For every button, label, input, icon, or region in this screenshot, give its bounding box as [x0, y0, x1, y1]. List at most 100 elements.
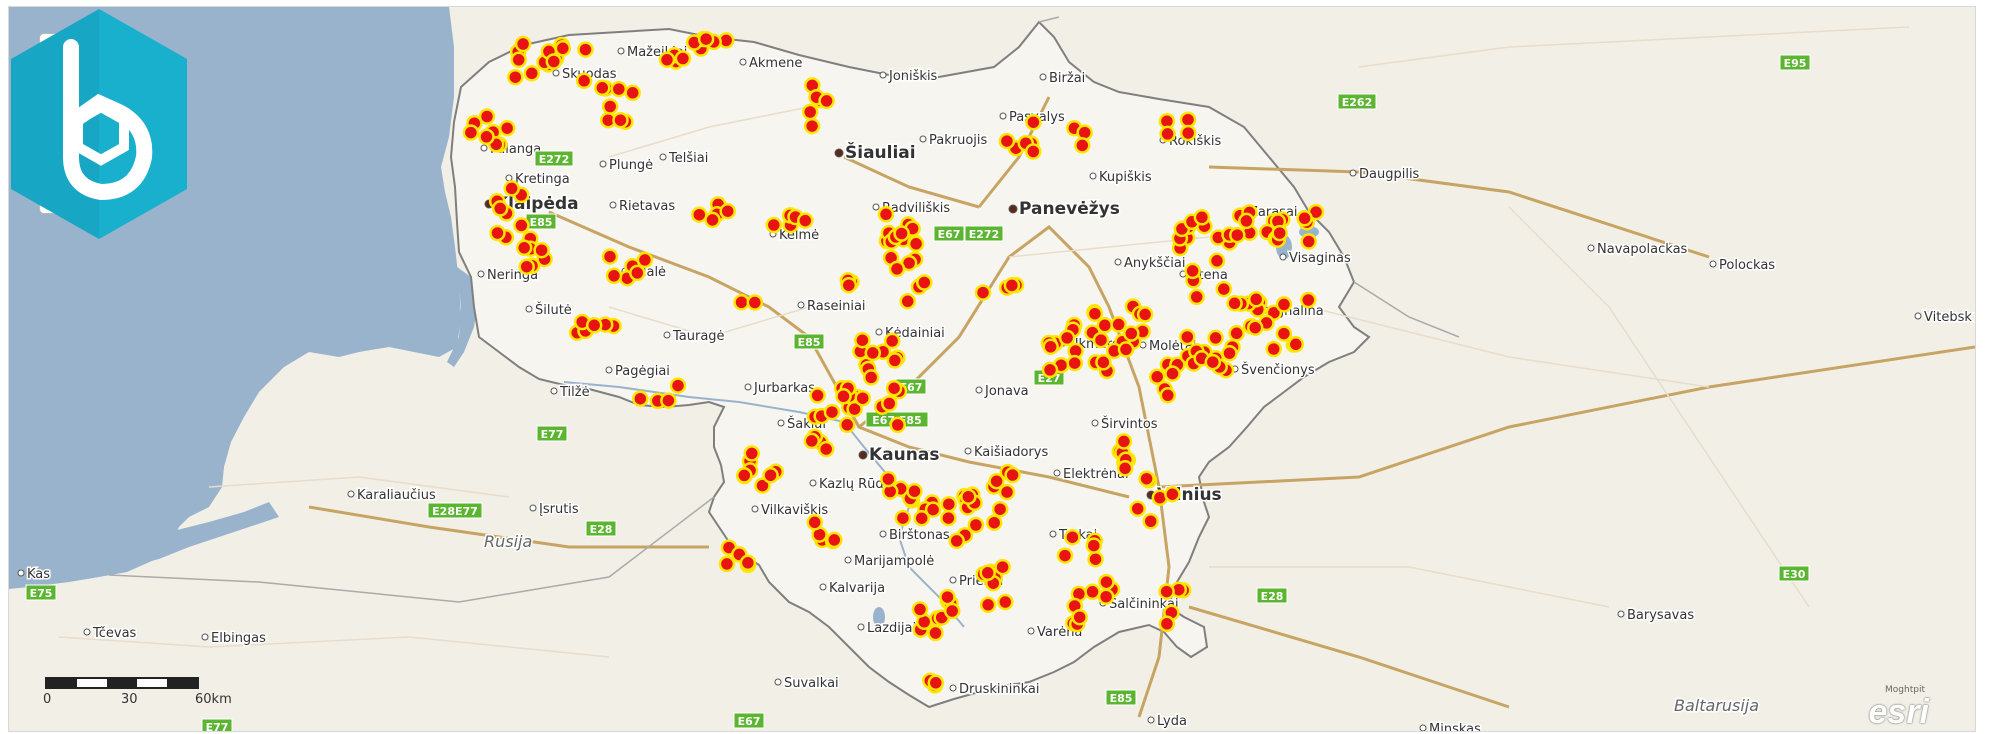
point-marker[interactable]: [1071, 608, 1088, 626]
point-marker[interactable]: [518, 258, 535, 275]
point-marker[interactable]: [1164, 485, 1181, 503]
point-marker[interactable]: [462, 124, 480, 141]
point-marker[interactable]: [1158, 615, 1176, 633]
point-marker[interactable]: [1179, 111, 1197, 128]
point-marker[interactable]: [911, 601, 929, 618]
point-marker[interactable]: [1058, 329, 1076, 347]
point-marker[interactable]: [736, 467, 753, 484]
point-marker[interactable]: [1096, 317, 1114, 334]
point-marker[interactable]: [940, 509, 957, 527]
point-marker[interactable]: [806, 514, 823, 531]
point-marker[interactable]: [515, 239, 533, 257]
point-marker[interactable]: [1208, 252, 1226, 270]
point-marker[interactable]: [577, 41, 594, 58]
point-marker[interactable]: [1123, 325, 1140, 342]
point-marker[interactable]: [886, 352, 904, 369]
point-marker[interactable]: [1115, 433, 1133, 450]
point-marker[interactable]: [1117, 341, 1135, 358]
point-marker[interactable]: [1066, 354, 1083, 372]
point-marker[interactable]: [1179, 328, 1196, 346]
point-marker[interactable]: [533, 241, 550, 259]
point-marker[interactable]: [864, 344, 882, 362]
point-marker[interactable]: [762, 467, 779, 484]
point-marker[interactable]: [997, 593, 1014, 611]
point-marker[interactable]: [862, 369, 880, 386]
point-marker[interactable]: [1095, 354, 1112, 371]
point-marker[interactable]: [883, 332, 901, 350]
point-marker[interactable]: [610, 80, 628, 98]
point-marker[interactable]: [985, 514, 1003, 531]
point-marker[interactable]: [1247, 291, 1265, 308]
point-marker[interactable]: [478, 128, 495, 146]
point-marker[interactable]: [697, 30, 715, 48]
point-marker[interactable]: [629, 264, 646, 282]
point-marker[interactable]: [838, 416, 856, 434]
point-marker[interactable]: [503, 180, 520, 197]
point-marker[interactable]: [823, 403, 841, 421]
point-marker[interactable]: [916, 274, 933, 291]
point-marker[interactable]: [939, 588, 956, 606]
point-marker[interactable]: [636, 251, 654, 269]
point-marker[interactable]: [906, 482, 923, 500]
point-marker[interactable]: [489, 224, 506, 242]
point-marker[interactable]: [1159, 125, 1176, 143]
point-marker[interactable]: [1136, 306, 1154, 323]
point-marker[interactable]: [998, 132, 1016, 150]
point-marker[interactable]: [739, 554, 757, 572]
point-marker[interactable]: [1084, 583, 1101, 601]
point-marker[interactable]: [817, 440, 835, 458]
point-marker[interactable]: [1041, 361, 1059, 379]
point-marker[interactable]: [1287, 336, 1305, 353]
point-marker[interactable]: [1207, 329, 1224, 347]
point-marker[interactable]: [605, 267, 623, 285]
point-marker[interactable]: [826, 531, 843, 549]
point-marker[interactable]: [979, 564, 996, 582]
point-marker[interactable]: [943, 602, 961, 620]
point-marker[interactable]: [1110, 316, 1127, 333]
point-marker[interactable]: [1142, 513, 1159, 530]
point-marker[interactable]: [948, 532, 965, 550]
point-marker[interactable]: [658, 51, 676, 69]
point-marker[interactable]: [660, 392, 677, 409]
point-marker[interactable]: [1164, 365, 1181, 382]
point-marker[interactable]: [718, 555, 736, 573]
point-marker[interactable]: [594, 79, 611, 97]
point-marker[interactable]: [765, 216, 783, 234]
point-marker[interactable]: [1265, 340, 1282, 358]
point-marker[interactable]: [1042, 338, 1059, 356]
point-marker[interactable]: [1271, 224, 1288, 242]
point-marker[interactable]: [1300, 291, 1317, 309]
point-marker[interactable]: [1188, 288, 1205, 306]
point-marker[interactable]: [674, 50, 692, 67]
point-marker[interactable]: [854, 331, 871, 349]
point-marker[interactable]: [1092, 331, 1110, 349]
point-marker[interactable]: [1116, 460, 1134, 477]
point-marker[interactable]: [1004, 466, 1021, 484]
point-marker[interactable]: [1064, 528, 1081, 546]
point-marker[interactable]: [1296, 210, 1313, 227]
point-marker[interactable]: [554, 40, 572, 57]
point-marker[interactable]: [877, 206, 895, 223]
point-marker[interactable]: [1275, 325, 1293, 342]
point-marker[interactable]: [1098, 573, 1115, 591]
point-marker[interactable]: [809, 387, 826, 404]
point-marker[interactable]: [1300, 233, 1317, 250]
point-marker[interactable]: [924, 501, 942, 518]
point-marker[interactable]: [704, 211, 721, 229]
point-marker[interactable]: [1025, 143, 1042, 160]
point-marker[interactable]: [1215, 280, 1233, 298]
point-marker[interactable]: [979, 596, 997, 614]
point-marker[interactable]: [691, 206, 708, 223]
point-marker[interactable]: [585, 317, 603, 334]
point-marker[interactable]: [601, 98, 619, 115]
point-marker[interactable]: [854, 389, 871, 407]
point-marker[interactable]: [1228, 325, 1245, 342]
point-marker[interactable]: [894, 509, 912, 527]
point-marker[interactable]: [1184, 262, 1201, 280]
point-marker[interactable]: [478, 108, 496, 125]
point-marker[interactable]: [1158, 583, 1175, 600]
point-marker[interactable]: [513, 217, 530, 234]
point-marker[interactable]: [889, 416, 906, 434]
point-marker[interactable]: [1003, 277, 1021, 294]
point-marker[interactable]: [1246, 319, 1264, 336]
